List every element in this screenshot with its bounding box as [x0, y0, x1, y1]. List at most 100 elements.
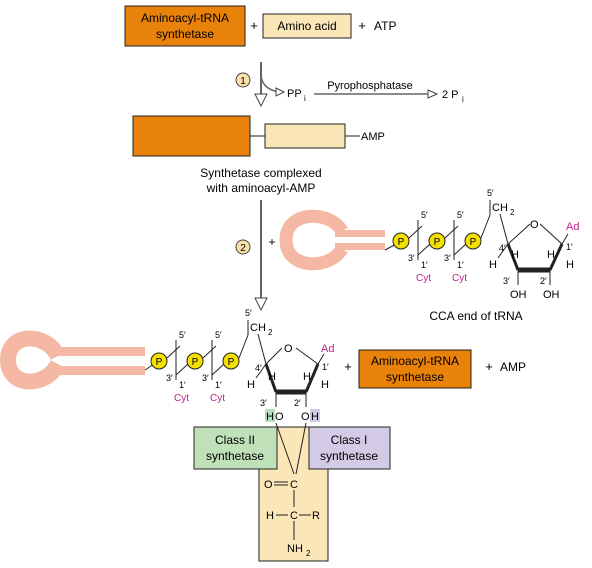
three-prime-label: 3′: [166, 373, 173, 383]
five-prime-label: 5′: [421, 210, 428, 220]
backbone-bond: [166, 345, 181, 359]
class2-h-highlight: [265, 409, 275, 422]
class1-label-1: Class I: [331, 433, 368, 447]
one-prime-label: 1′: [179, 380, 186, 390]
four-prime-label: 4′: [255, 363, 262, 373]
class2-ester-bond: [275, 422, 295, 475]
plus-sign: +: [344, 359, 352, 374]
complex-aminoacyl-box: [264, 123, 346, 149]
one-prime-label: 1′: [215, 380, 222, 390]
h-bond: [255, 363, 267, 379]
phosphate-circle: [428, 232, 446, 250]
h-bond: [497, 243, 509, 259]
ho-h-label: H: [266, 411, 274, 423]
adenine-label: Ad: [321, 343, 334, 355]
phosphate-label: P: [398, 237, 405, 248]
plus-sign: +: [268, 235, 275, 249]
class2-synthetase-box: [193, 426, 278, 470]
backbone-bond: [202, 345, 217, 359]
complex-amp-label: AMP: [361, 131, 385, 143]
step-2-number: 2: [240, 243, 246, 254]
one-prime-label: 1′: [566, 242, 573, 252]
two-pi-subscript: i: [462, 95, 464, 104]
two-prime-label: 2′: [294, 398, 301, 408]
complex-caption-2: with aminoacyl-AMP: [206, 181, 316, 195]
product-amp-label: AMP: [500, 360, 526, 374]
h-label: H: [547, 249, 555, 261]
class1-label-2: synthetase: [320, 449, 378, 463]
two-pi-label: 2 P: [442, 89, 459, 101]
ribose-ring-bottom: [257, 333, 320, 395]
backbone-bond: [238, 334, 249, 359]
ring-oxygen-label: O: [284, 343, 293, 355]
two-prime-label: 2′: [540, 276, 547, 286]
oh-h-label: H: [311, 411, 319, 423]
five-prime-label: 5′: [245, 308, 252, 318]
base-bond: [317, 353, 325, 365]
class1-ester-bond: [295, 422, 307, 475]
backbone-bond: [453, 243, 467, 256]
h-label: H: [247, 379, 255, 391]
oh-o-label: O: [301, 411, 310, 423]
three-prime-label: 3′: [503, 276, 510, 286]
phosphate-label: P: [192, 357, 199, 368]
pyrophosphatase-arrowhead: [427, 89, 439, 99]
product-synthetase-label-2: synthetase: [386, 370, 444, 384]
ppi-label: PP: [287, 88, 302, 100]
phosphate-label: P: [156, 357, 163, 368]
five-prime-label: 5′: [457, 210, 464, 220]
ppi-branch-head: [275, 87, 286, 97]
product-synthetase-box: [358, 349, 472, 389]
phosphate-label: P: [434, 237, 441, 248]
cyt-label: Cyt: [210, 393, 225, 404]
complex-synthetase-box: [132, 115, 251, 157]
class1-h-highlight: [310, 409, 320, 422]
five-prime-label: 5′: [179, 330, 186, 340]
h-label: H: [268, 371, 276, 383]
oh-label: OH: [543, 289, 560, 301]
plus-sign: +: [250, 18, 258, 33]
synthetase-label-1: Aminoacyl-tRNA: [141, 11, 229, 25]
amino-acid-label: Amino acid: [277, 19, 336, 33]
phosphate-label: P: [470, 237, 477, 248]
ring-oxygen-label: O: [530, 219, 539, 231]
one-prime-label: 1′: [457, 260, 464, 270]
carbonyl-c-label: C: [290, 479, 298, 491]
phosphate-circle: [464, 232, 482, 250]
plus-sign: +: [485, 359, 493, 374]
cyt-label: Cyt: [452, 273, 467, 284]
pyrophosphatase-label: Pyrophosphatase: [327, 80, 413, 92]
alpha-c-label: C: [290, 510, 298, 522]
step-2-marker: [235, 239, 251, 255]
synthetase-label-2: synthetase: [156, 27, 214, 41]
h-label: H: [511, 249, 519, 261]
carbonyl-o-label: O: [264, 479, 273, 491]
ch2-label: CH: [492, 202, 508, 214]
cyt-label: Cyt: [416, 273, 431, 284]
cca-caption: CCA end of tRNA: [429, 309, 522, 323]
ppi-subscript: i: [304, 94, 306, 103]
class2-label-2: synthetase: [206, 449, 264, 463]
three-prime-label: 3′: [408, 253, 415, 263]
h-label: H: [566, 259, 574, 271]
amino-acid-box: [262, 13, 352, 39]
base-bond: [561, 233, 569, 245]
h-label: H: [321, 379, 329, 391]
backbone-bond: [211, 363, 225, 376]
trna-bottom-loop: [0, 330, 145, 390]
amino-nh-subscript: 2: [306, 549, 311, 558]
h-label: H: [489, 259, 497, 271]
cyt-label: Cyt: [174, 393, 189, 404]
backbone-bond: [444, 225, 459, 239]
five-prime-label: 5′: [487, 188, 494, 198]
atp-label: ATP: [374, 19, 396, 33]
step-1-number: 1: [240, 76, 246, 87]
backbone-bond: [417, 243, 431, 256]
product-synthetase-label-1: Aminoacyl-tRNA: [371, 354, 459, 368]
three-prime-label: 3′: [260, 398, 267, 408]
synthetase-box: [124, 5, 246, 47]
ch2-subscript: 2: [510, 208, 515, 217]
phosphate-label: P: [228, 357, 235, 368]
step-1-arrowhead: [254, 93, 268, 108]
